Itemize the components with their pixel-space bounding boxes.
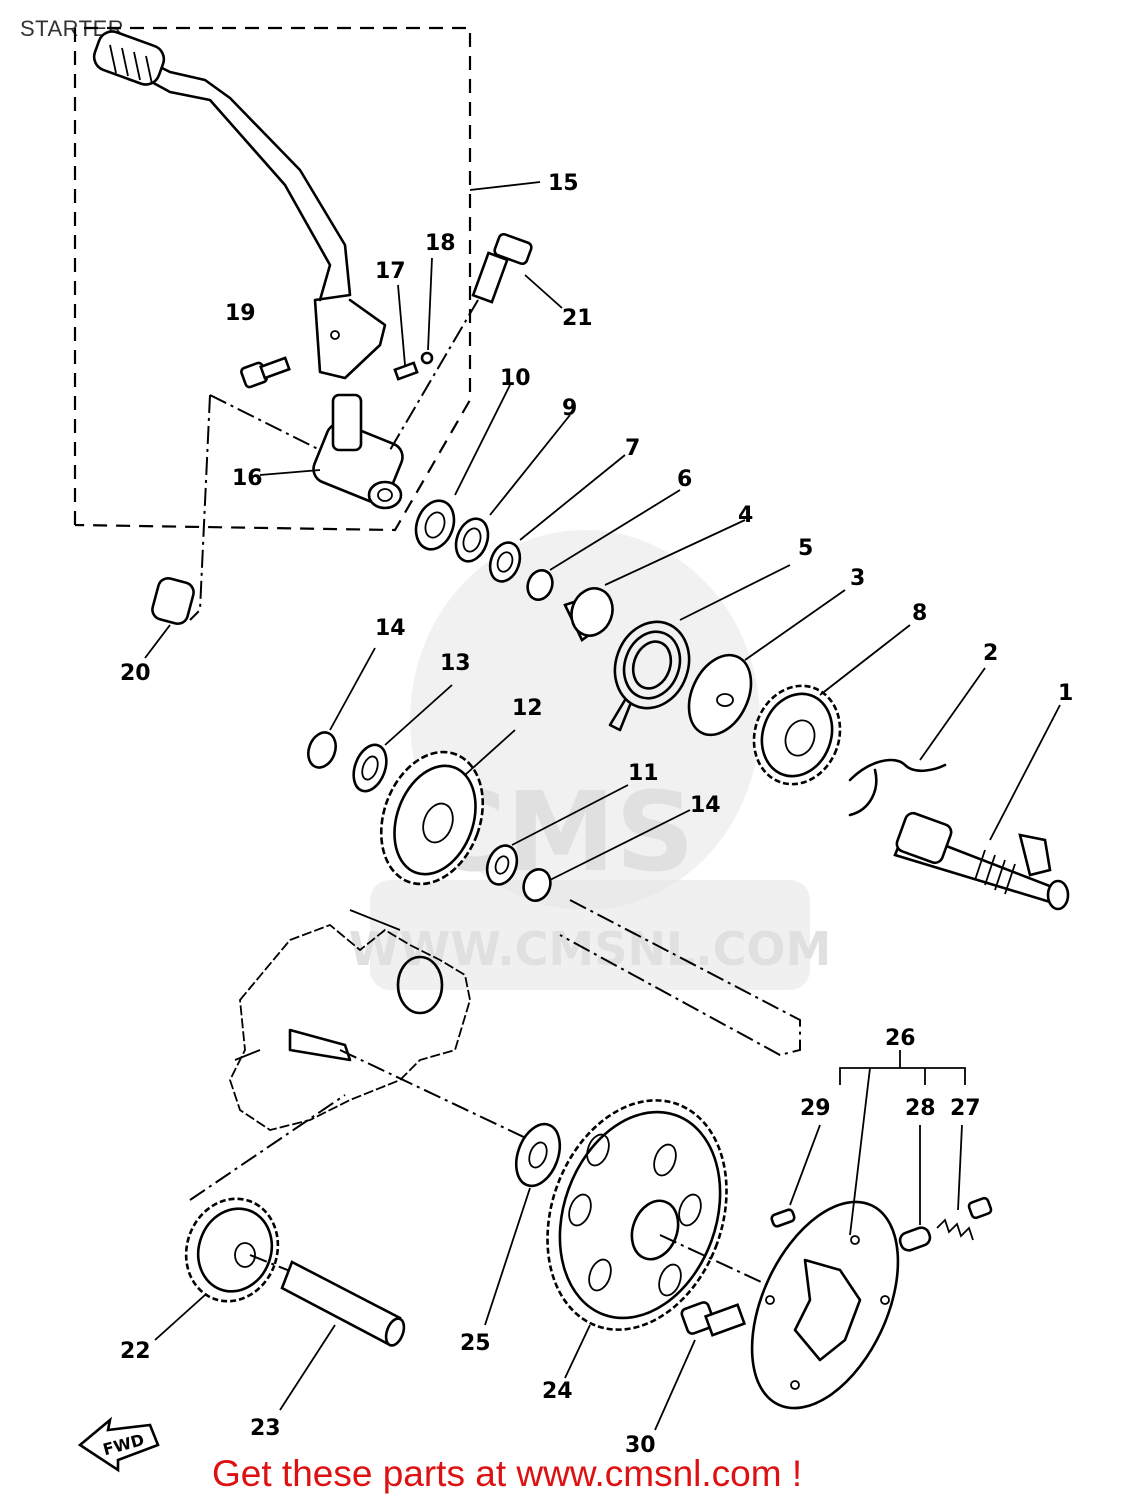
part-label-18: 18 (425, 231, 456, 256)
part-label-17: 17 (375, 259, 406, 284)
part-label-21: 21 (562, 306, 593, 331)
washer-stack (414, 499, 614, 642)
watermark-url: WWW.CMSNL.COM (349, 922, 832, 976)
kick-lever (92, 30, 387, 380)
part-label-11: 11 (628, 761, 659, 786)
part-label-9: 9 (562, 396, 577, 421)
part-label-24: 24 (542, 1379, 573, 1404)
part-label-6: 6 (677, 467, 692, 492)
fwd-arrow: FWD (77, 1416, 160, 1473)
part-label-22: 22 (120, 1339, 151, 1364)
starter-wheel-gear (546, 1099, 728, 1331)
part-label-14-top: 14 (375, 616, 406, 641)
part-label-19: 19 (225, 301, 256, 326)
part-label-13: 13 (440, 651, 471, 676)
part-label-20: 20 (120, 661, 151, 686)
part-label-5: 5 (798, 536, 813, 561)
bolt-21 (471, 232, 533, 304)
idler-gear-12 (379, 750, 485, 886)
kick-lever-group-outline (73, 26, 472, 532)
part-label-10: 10 (500, 366, 531, 391)
part-label-7: 7 (625, 436, 640, 461)
part-label-25: 25 (460, 1331, 491, 1356)
kick-gear-8 (752, 684, 842, 786)
gear-22 (184, 1197, 280, 1303)
part-number-labels: 1 2 3 4 5 6 7 8 9 10 11 12 13 14 14 15 1… (120, 171, 1073, 1458)
part-label-27: 27 (950, 1096, 981, 1121)
part-label-16: 16 (232, 466, 263, 491)
part-label-2: 2 (983, 641, 998, 666)
part-label-26: 26 (885, 1026, 916, 1051)
part-label-29: 29 (800, 1096, 831, 1121)
one-way-clutch (750, 1200, 900, 1410)
part-label-1: 1 (1058, 681, 1073, 706)
part-label-28: 28 (905, 1096, 936, 1121)
crankcase-fragment (229, 909, 471, 1131)
part-label-14-lower: 14 (690, 793, 721, 818)
torsion-spring (608, 620, 691, 732)
footer-cta-link[interactable]: Get these parts at www.cmsnl.com ! (212, 1453, 803, 1494)
bolt-19 (240, 356, 291, 389)
part-label-30: 30 (625, 1433, 656, 1458)
part-label-15: 15 (548, 171, 579, 196)
kick-shaft (893, 811, 1070, 911)
part-label-8: 8 (912, 601, 927, 626)
part-label-12: 12 (512, 696, 543, 721)
part-label-3: 3 (850, 566, 865, 591)
part-label-4: 4 (738, 503, 753, 528)
part-label-23: 23 (250, 1416, 281, 1441)
bolt-30 (680, 1301, 747, 1337)
kick-axle-boss (312, 393, 404, 510)
